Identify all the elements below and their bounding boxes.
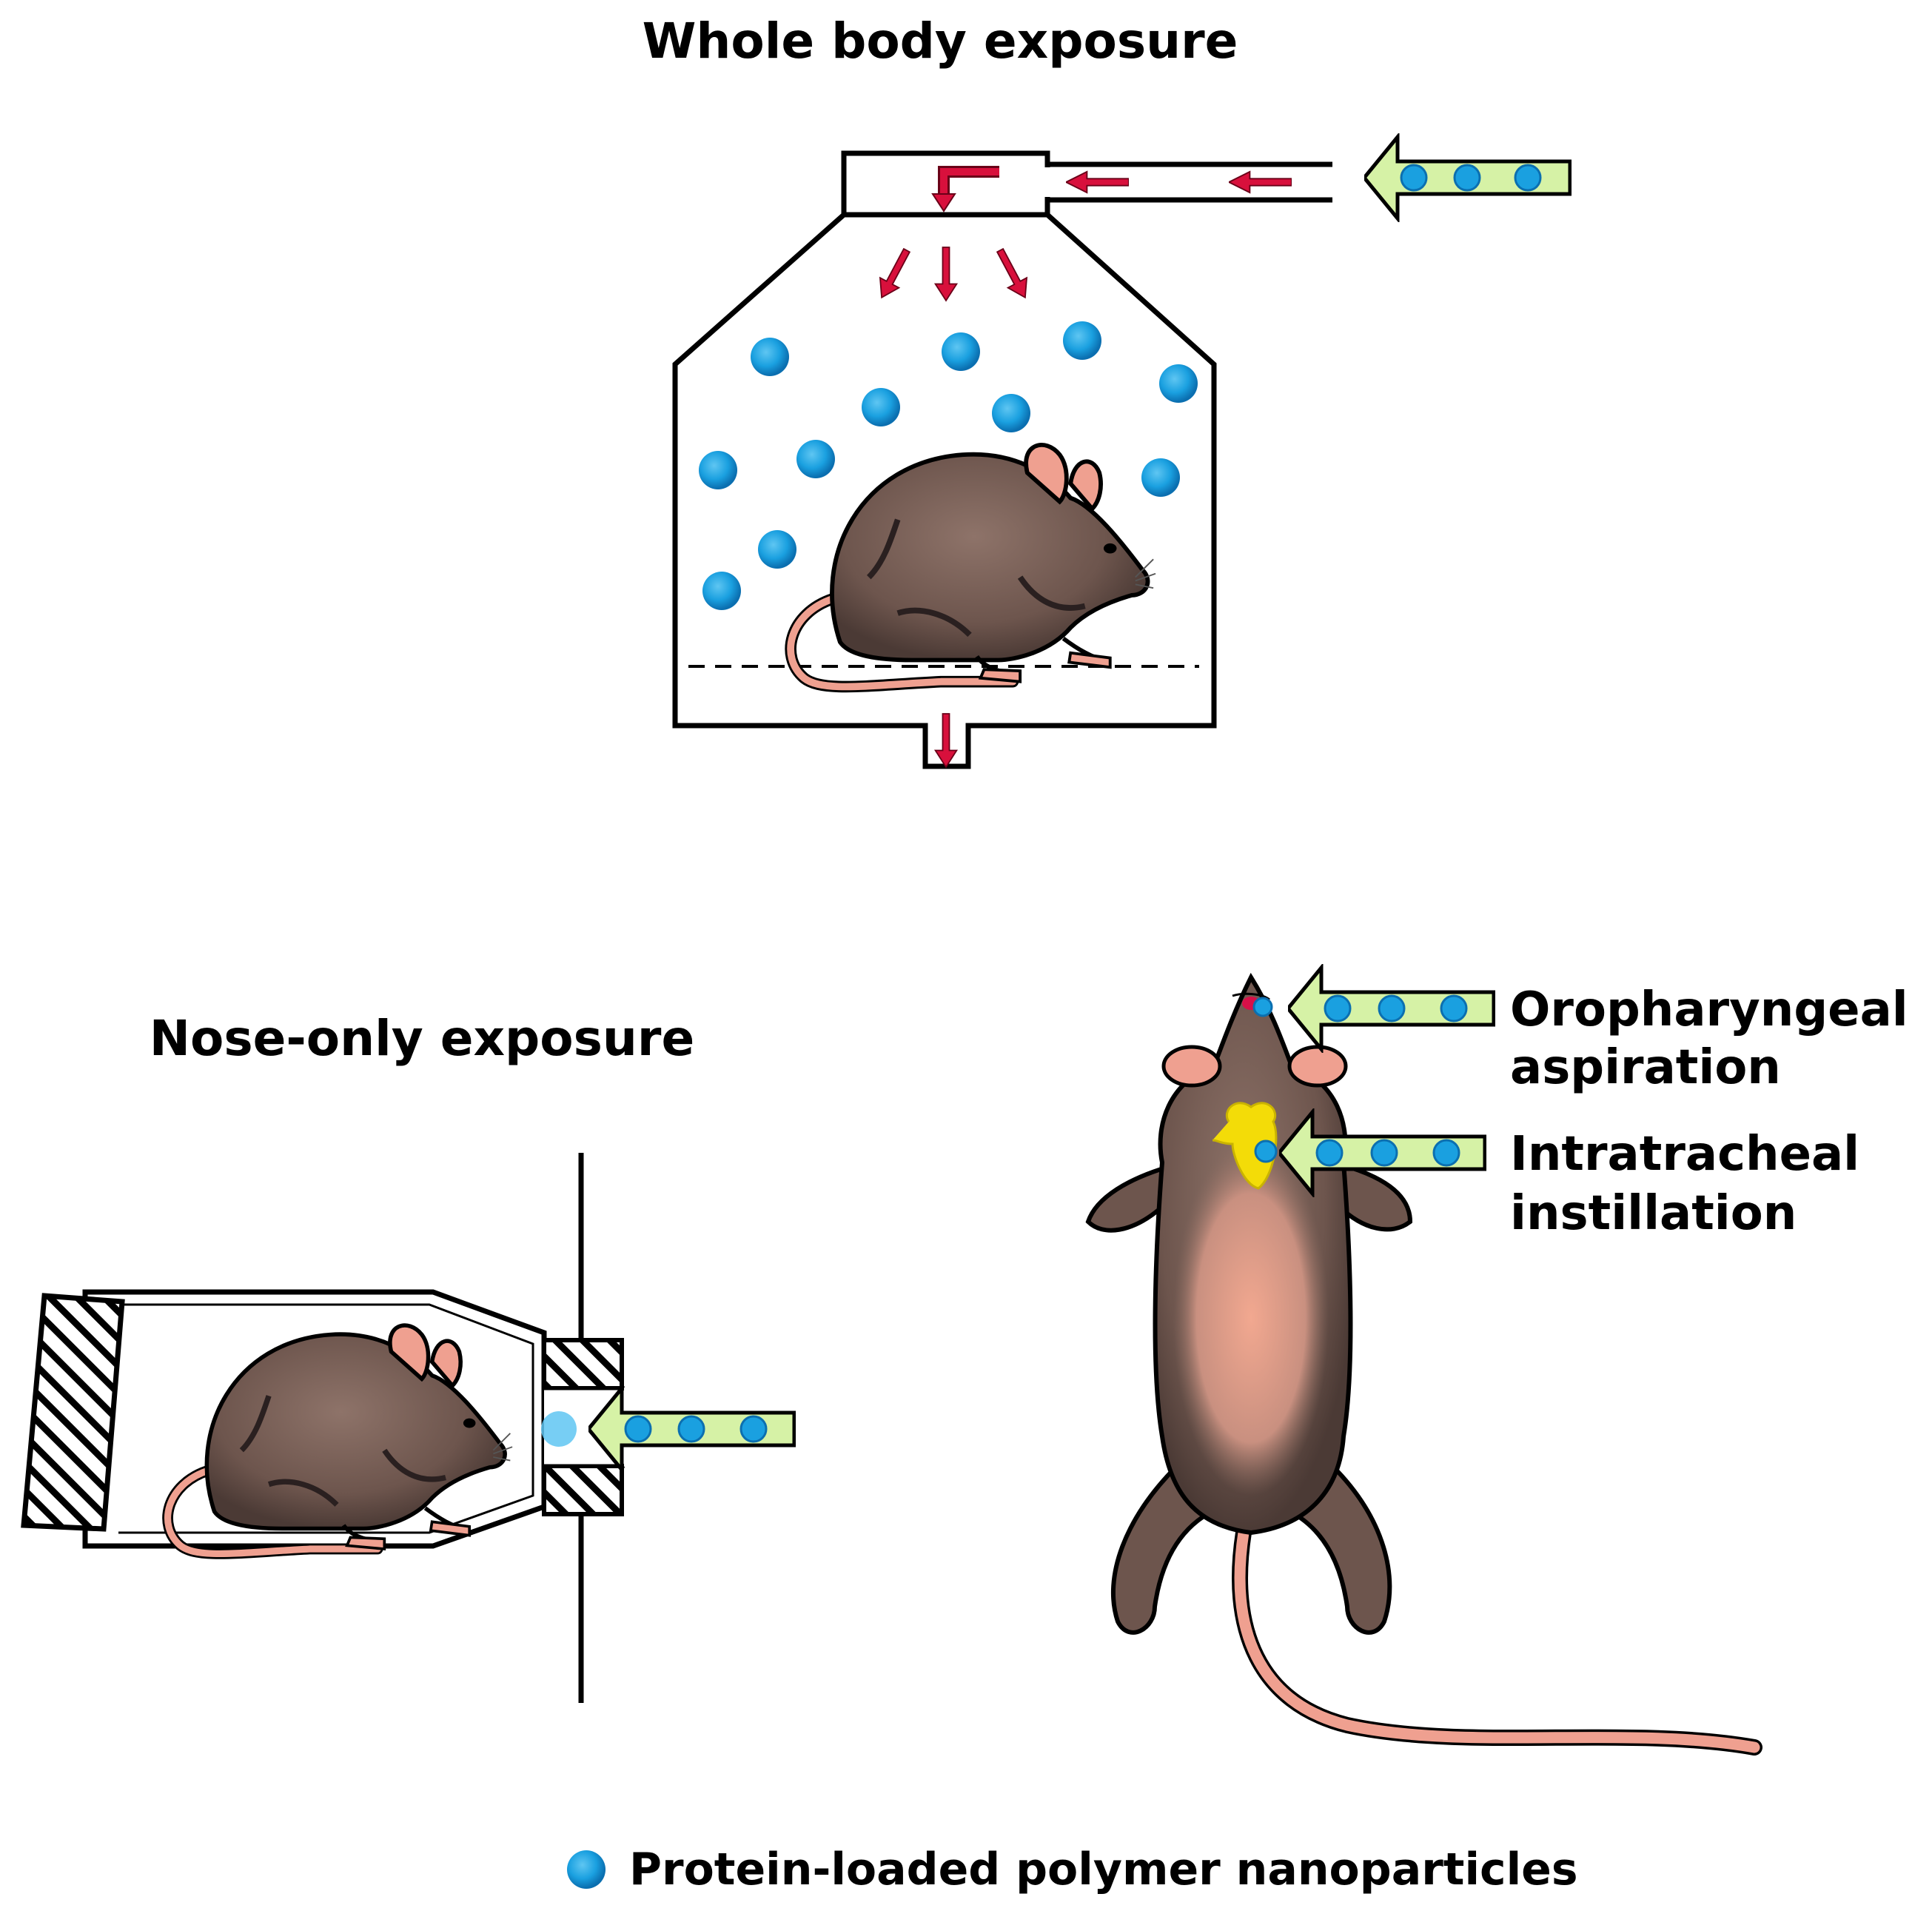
legend-label: Protein-loaded polymer nanoparticles <box>629 1844 1578 1895</box>
airflow-arrow-icon <box>1066 170 1129 194</box>
whole-body-input-arrow <box>1364 137 1570 218</box>
nanoparticle-dot-icon <box>992 394 1030 432</box>
whole-body-title: Whole body exposure <box>643 13 1238 70</box>
airflow-arrow-icon <box>1229 170 1292 194</box>
nanoparticle-dot-icon <box>796 440 835 478</box>
nanoparticle-dot-icon <box>1324 994 1352 1023</box>
airflow-arrows <box>871 166 1292 768</box>
nanoparticle-dot-icon <box>677 1415 705 1443</box>
nanoparticle-dot-icon <box>699 451 737 489</box>
nanoparticle-dot-icon <box>1378 994 1406 1023</box>
nanoparticle-dot-icon <box>1432 1139 1460 1167</box>
nanoparticle-dot-icon <box>624 1415 652 1443</box>
nose-particle-cloud <box>541 1411 577 1447</box>
oropharyngeal-input-arrow <box>1288 968 1494 1049</box>
intratracheal-label-line2: instillation <box>1510 1186 1797 1241</box>
nanoparticle-dot-icon <box>751 338 789 376</box>
nanoparticle-dot-icon <box>942 332 980 371</box>
nanoparticle-dot-icon <box>1400 164 1428 192</box>
oropharyngeal-label-line2: aspiration <box>1510 1040 1781 1095</box>
nose-only-input-arrow <box>588 1388 794 1470</box>
supine-mouse <box>1085 972 1762 1756</box>
nanoparticle-dot-icon <box>567 1850 606 1889</box>
nanoparticle-dot-icon <box>702 572 741 610</box>
nanoparticle-dot-icon <box>1370 1139 1398 1167</box>
nanoparticle-dot-icon <box>1141 458 1180 497</box>
oropharyngeal-label-line1: Oropharyngeal <box>1510 983 1908 1037</box>
nanoparticle-dot-icon <box>1453 164 1481 192</box>
nanoparticle-dot-icon <box>1063 321 1101 360</box>
intratracheal-label-line1: Intratracheal <box>1510 1127 1859 1182</box>
nose-only-title: Nose-only exposure <box>150 1010 694 1067</box>
nanoparticle-dot-icon <box>739 1415 768 1443</box>
legend: Protein-loaded polymer nanoparticles <box>567 1844 1578 1895</box>
nanoparticle-dot-icon <box>1514 164 1542 192</box>
nanoparticle-dot-icon <box>862 388 900 426</box>
nanoparticle-dot-icon <box>1440 994 1468 1023</box>
nanoparticle-dot-icon <box>1159 364 1198 403</box>
nanoparticle-dot-icon <box>758 530 796 569</box>
nanoparticle-dot-icon <box>1315 1139 1344 1167</box>
